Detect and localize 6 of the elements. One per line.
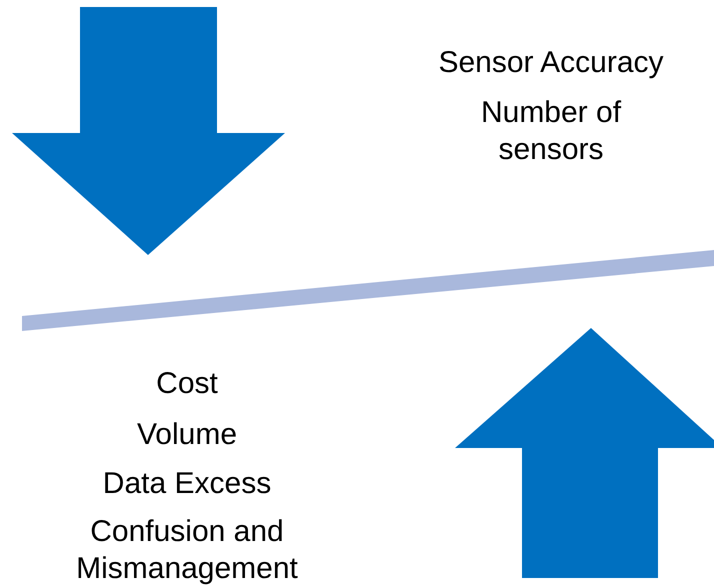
factor-label: Confusion and Mismanagement xyxy=(75,514,299,587)
factor-label: Number of sensors xyxy=(480,95,622,168)
factor-label: Volume xyxy=(136,417,238,453)
factor-label: Cost xyxy=(155,366,219,402)
factor-label: Data Excess xyxy=(102,466,272,502)
factor-label: Sensor Accuracy xyxy=(437,45,665,81)
